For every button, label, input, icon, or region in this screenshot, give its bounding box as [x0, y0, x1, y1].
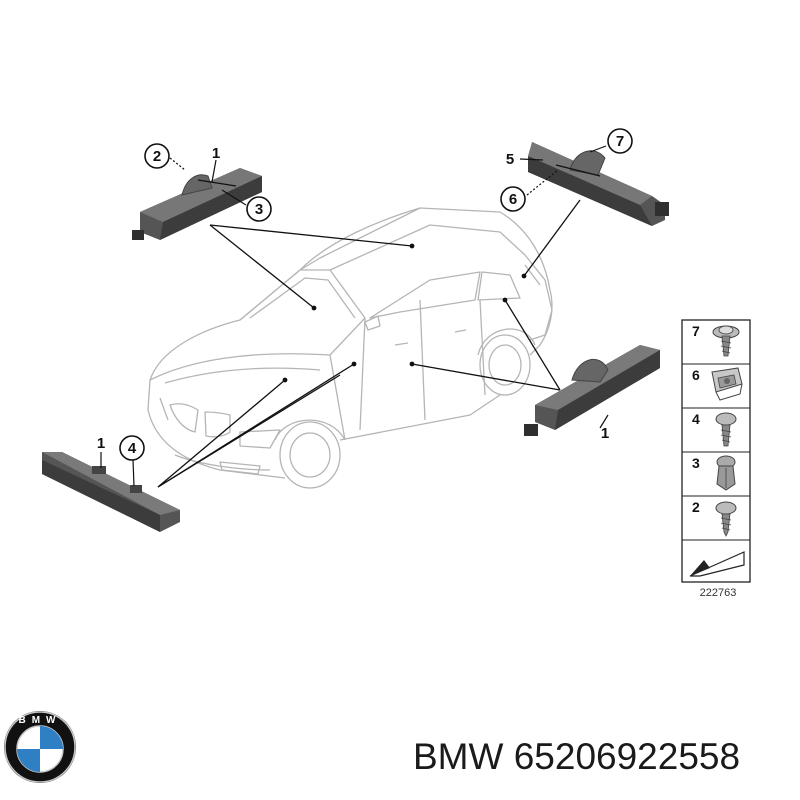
- footer-part-label: BMW 65206922558: [413, 736, 793, 778]
- car-outline: [147, 207, 553, 489]
- bmw-logo: BMW: [4, 711, 76, 783]
- legend-number-2: 2: [692, 499, 700, 515]
- callout-4-bottom-left: 4: [128, 440, 137, 457]
- legend-number-7: 7: [692, 323, 700, 339]
- part-number: 65206922558: [513, 736, 741, 777]
- self-tapping-screw-icon: [715, 501, 737, 537]
- brand-name: BMW: [413, 736, 504, 777]
- callout-lines-top-left: [169, 157, 247, 206]
- callout-lines-bottom-right: [599, 414, 609, 429]
- reference-number: 222763: [700, 587, 737, 599]
- leader-lines: [157, 199, 581, 488]
- leader-dots: [282, 243, 527, 383]
- hardware-legend: 7 6 4 3 2: [681, 319, 751, 583]
- legend-number-3: 3: [692, 455, 700, 471]
- spring-nut-icon: [711, 367, 743, 401]
- callout-lines-top-right: [519, 145, 607, 196]
- expanding-rivet-icon: [716, 455, 736, 491]
- legend-number-4: 4: [692, 411, 700, 427]
- oval-head-screw-icon: [715, 412, 737, 447]
- antenna-bottom-left: [42, 452, 180, 532]
- callout-6-top-right: 6: [509, 191, 517, 208]
- callout-5-top-right: 5: [506, 151, 514, 168]
- callout-lines-bottom-left: [100, 452, 135, 487]
- callout-1-bottom-right: 1: [601, 425, 609, 442]
- legend-number-6: 6: [692, 367, 700, 383]
- antenna-top-left: [132, 168, 262, 240]
- callout-1-bottom-left: 1: [97, 435, 105, 452]
- flange-screw-icon: [712, 325, 740, 357]
- callout-2-top-left: 2: [153, 148, 161, 165]
- callout-circles: [119, 128, 633, 461]
- callout-1-top-left: 1: [212, 145, 220, 162]
- antenna-top-right: [528, 142, 669, 226]
- antenna-bottom-right: [524, 345, 660, 436]
- callout-3-top-left: 3: [255, 201, 263, 218]
- arrow-icon: [689, 551, 745, 577]
- callout-7-top-right: 7: [616, 133, 624, 150]
- svg-text:BMW: BMW: [19, 715, 62, 726]
